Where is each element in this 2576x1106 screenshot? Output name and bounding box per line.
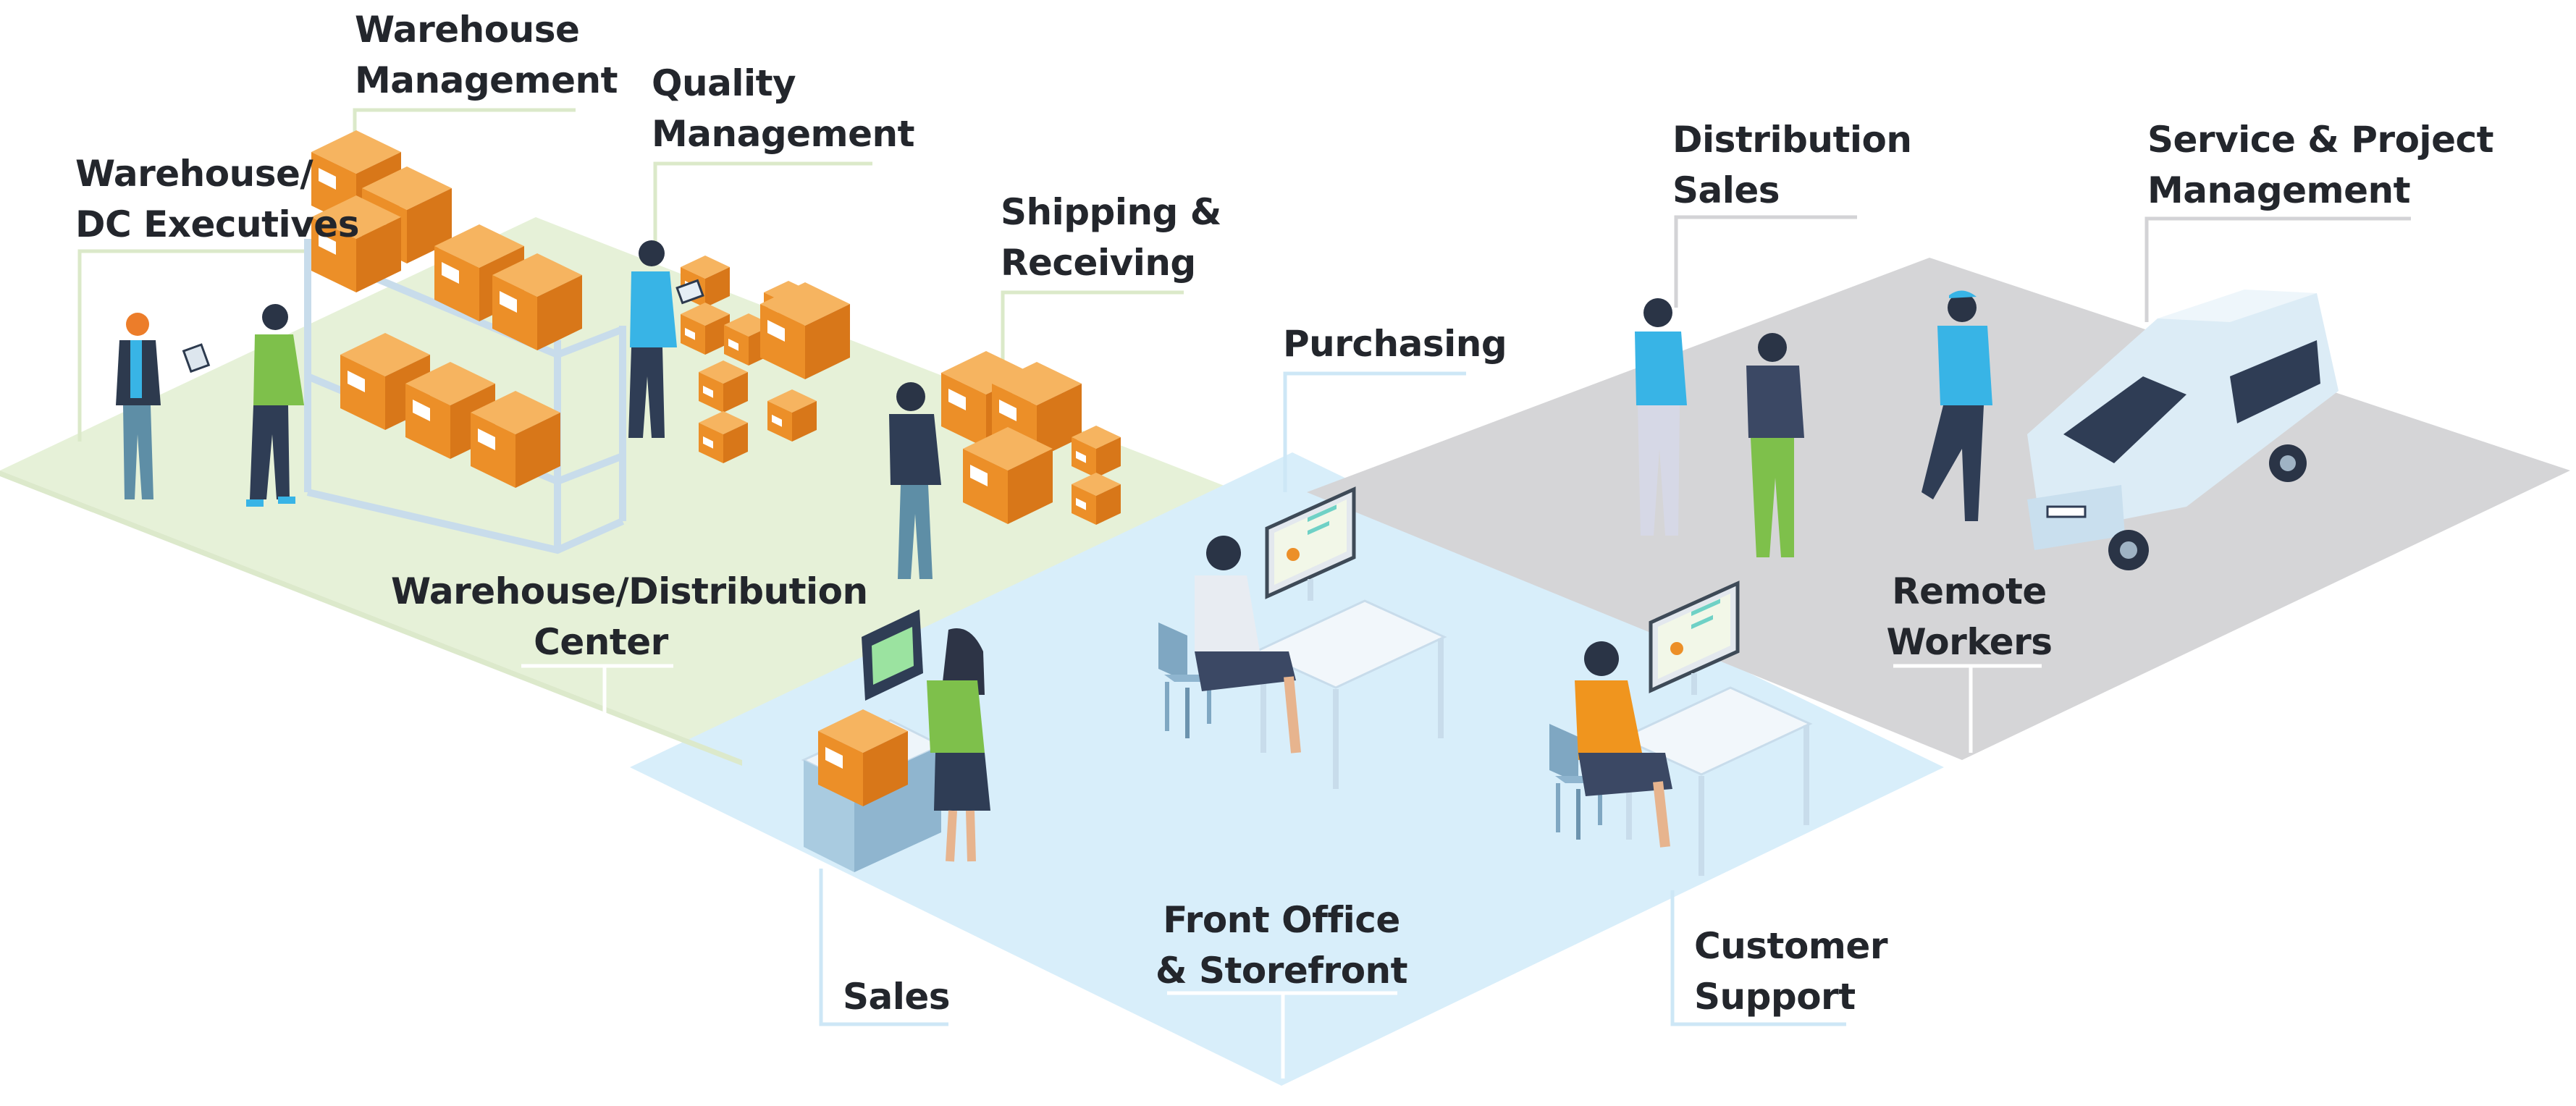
label-purchasing: Purchasing (1283, 323, 1507, 365)
callout-lines (77, 108, 2411, 1078)
person-icon (1635, 290, 1992, 557)
zone-label-front-office: Front Office & Storefront (1155, 899, 1408, 992)
label-customer-support: Customer Support (1694, 925, 1887, 1018)
van-icon (2027, 290, 2339, 570)
person-icon (1195, 536, 1301, 753)
label-distribution-sales: Distribution Sales (1672, 119, 1912, 211)
label-service-project-management: Service & Project Management (2147, 119, 2494, 211)
label-warehouse-management: Warehouse Management (355, 9, 618, 101)
person-icon (927, 628, 990, 862)
zone-label-warehouse: Warehouse/Distribution Center (391, 570, 868, 663)
person-icon (116, 240, 941, 579)
desk-icon (801, 609, 944, 872)
zone-label-remote-workers: Remote Workers (1886, 570, 2053, 663)
label-warehouse-executives: Warehouse/ DC Executives (75, 153, 359, 245)
person-icon (1575, 641, 1672, 848)
label-quality-management: Quality Management (652, 62, 915, 155)
label-shipping-receiving: Shipping & Receiving (1001, 191, 1221, 284)
label-sales: Sales (843, 976, 951, 1018)
